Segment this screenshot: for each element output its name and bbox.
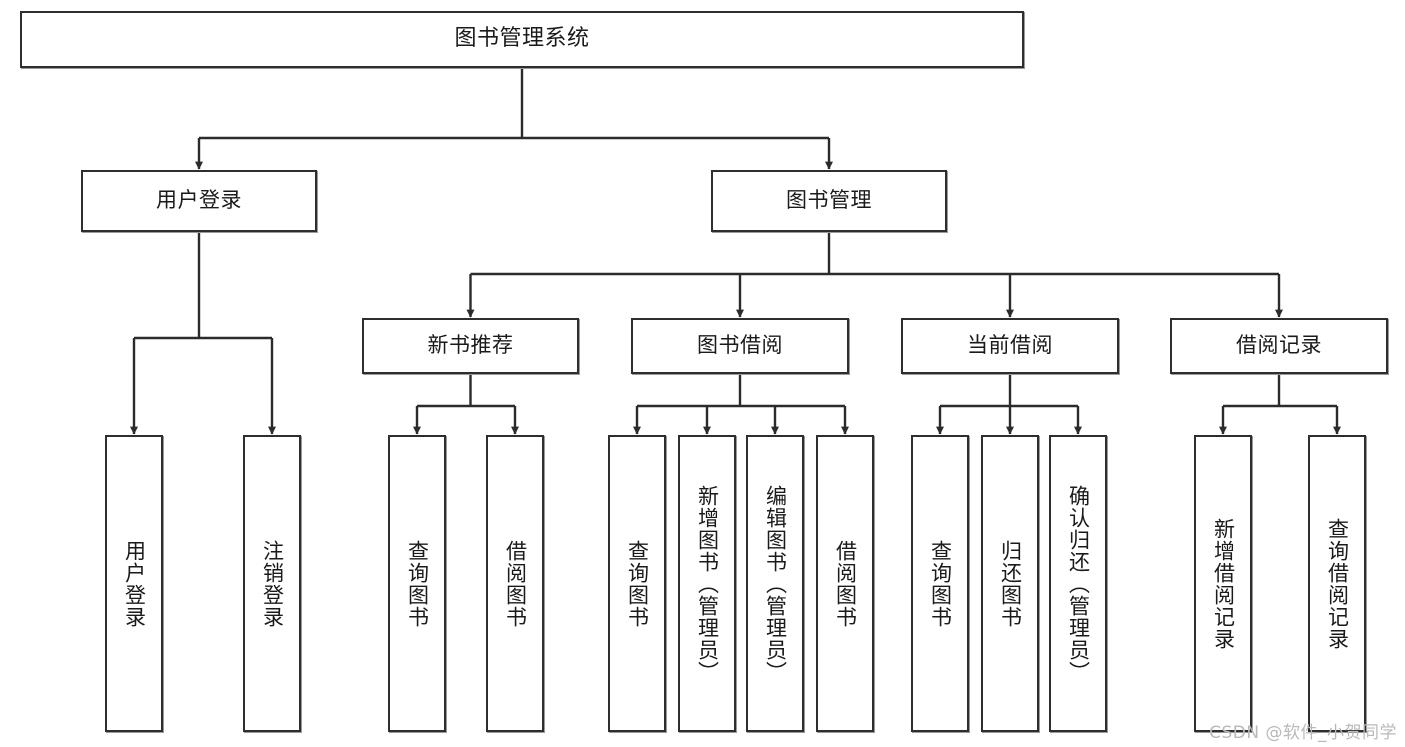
node-leaf-confirm-return-admin[interactable]: 确认归还（管理员） [1049, 435, 1107, 732]
node-current-borrow[interactable]: 当前借阅 [901, 318, 1119, 374]
node-label: 查询图书 [625, 539, 650, 628]
watermark-text: CSDN @软件_小贺同学 [1209, 723, 1397, 743]
node-book-manage[interactable]: 图书管理 [711, 170, 947, 232]
node-label: 图书借阅 [697, 333, 783, 358]
node-leaf-logout-login[interactable]: 注销登录 [243, 435, 301, 732]
node-leaf-return-book[interactable]: 归还图书 [981, 435, 1039, 732]
node-leaf-query-borrow-record[interactable]: 查询借阅记录 [1308, 435, 1366, 732]
node-leaf-add-book-admin[interactable]: 新增图书（管理员） [678, 435, 736, 732]
node-user-login[interactable]: 用户登录 [81, 170, 317, 232]
node-label: 当前借阅 [967, 333, 1053, 358]
node-leaf-add-borrow-record[interactable]: 新增借阅记录 [1194, 435, 1252, 732]
node-leaf-user-login[interactable]: 用户登录 [105, 435, 163, 732]
node-leaf-query-book-1[interactable]: 查询图书 [388, 435, 446, 732]
node-label: 编辑图书（管理员） [763, 484, 788, 683]
node-leaf-query-book-2[interactable]: 查询图书 [608, 435, 666, 732]
node-label: 查询借阅记录 [1325, 517, 1350, 650]
node-label: 图书管理 [786, 188, 872, 213]
node-leaf-borrow-book-1[interactable]: 借阅图书 [486, 435, 544, 732]
node-label: 新增图书（管理员） [695, 484, 720, 683]
node-new-book-recommend[interactable]: 新书推荐 [362, 318, 579, 374]
node-label: 借阅图书 [503, 539, 528, 628]
node-book-borrow[interactable]: 图书借阅 [631, 318, 849, 374]
node-label: 用户登录 [122, 539, 147, 628]
node-label: 借阅记录 [1236, 333, 1322, 358]
node-label: 注销登录 [260, 539, 285, 628]
node-leaf-borrow-book-2[interactable]: 借阅图书 [816, 435, 874, 732]
node-leaf-edit-book-admin[interactable]: 编辑图书（管理员） [746, 435, 804, 732]
node-leaf-query-book-3[interactable]: 查询图书 [911, 435, 969, 732]
node-borrow-record[interactable]: 借阅记录 [1170, 318, 1388, 374]
node-label: 新书推荐 [427, 333, 514, 358]
node-root-book-management-system[interactable]: 图书管理系统 [20, 11, 1024, 68]
node-label: 新增借阅记录 [1211, 517, 1236, 650]
node-label: 归还图书 [998, 539, 1023, 628]
node-label: 用户登录 [156, 188, 242, 213]
node-label: 借阅图书 [833, 539, 858, 628]
node-label: 图书管理系统 [454, 26, 590, 52]
node-label: 查询图书 [405, 539, 430, 628]
node-label: 确认归还（管理员） [1066, 484, 1091, 683]
node-label: 查询图书 [928, 539, 953, 628]
